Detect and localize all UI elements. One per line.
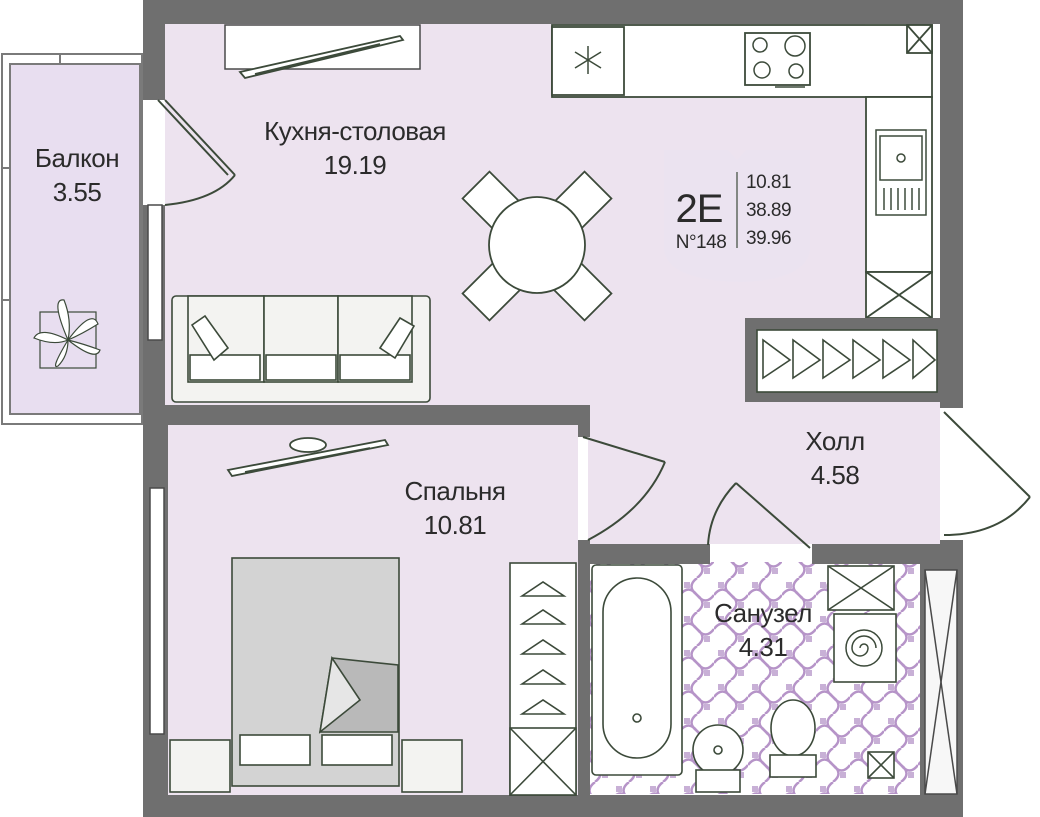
doors — [157, 99, 1031, 549]
curtains — [226, 34, 405, 478]
bathroom-fixtures — [591, 564, 897, 793]
balcony-floor — [10, 64, 140, 414]
kitchen-name: Кухня-столовая — [264, 116, 446, 146]
apartment-number: N°148 — [675, 232, 727, 253]
bed — [169, 557, 463, 793]
kitchen-label: Кухня-столовая 19.19 — [225, 114, 485, 182]
snowflake-icon — [574, 46, 602, 74]
dining-table — [461, 170, 613, 322]
windows — [147, 24, 958, 795]
hall-wardrobe — [745, 318, 940, 402]
hall-area: 4.58 — [810, 460, 860, 490]
balcony-area: 3.55 — [52, 177, 102, 207]
sofa — [171, 295, 431, 403]
bedroom-label: Спальня 10.81 — [380, 474, 530, 542]
sink-icon — [875, 129, 927, 216]
bathroom-area: 4.31 — [738, 632, 788, 662]
washer-icon — [845, 629, 883, 667]
bathroom-name: Санузел — [714, 598, 812, 628]
cooktop-icon — [752, 35, 806, 88]
bedroom-area: 10.81 — [423, 510, 487, 540]
badge-area-with-balcony: 39.96 — [746, 228, 792, 249]
balcony-name: Балкон — [34, 143, 120, 173]
hall-name: Холл — [805, 426, 865, 456]
bathroom-label: Санузел 4.31 — [693, 596, 833, 664]
bedroom-name: Спальня — [404, 476, 506, 506]
kitchen-counters — [551, 24, 933, 319]
badge-area-living: 10.81 — [746, 172, 792, 193]
apartment-code: 2E — [675, 187, 724, 231]
badge-area-total: 38.89 — [746, 200, 792, 221]
kitchen-area: 19.19 — [323, 150, 387, 180]
balcony-frame — [1, 53, 143, 425]
bedroom-wardrobe — [509, 562, 577, 796]
hall-label: Холл 4.58 — [770, 424, 900, 492]
plant-icon — [33, 299, 101, 369]
balcony-label: Балкон 3.55 — [12, 141, 142, 209]
